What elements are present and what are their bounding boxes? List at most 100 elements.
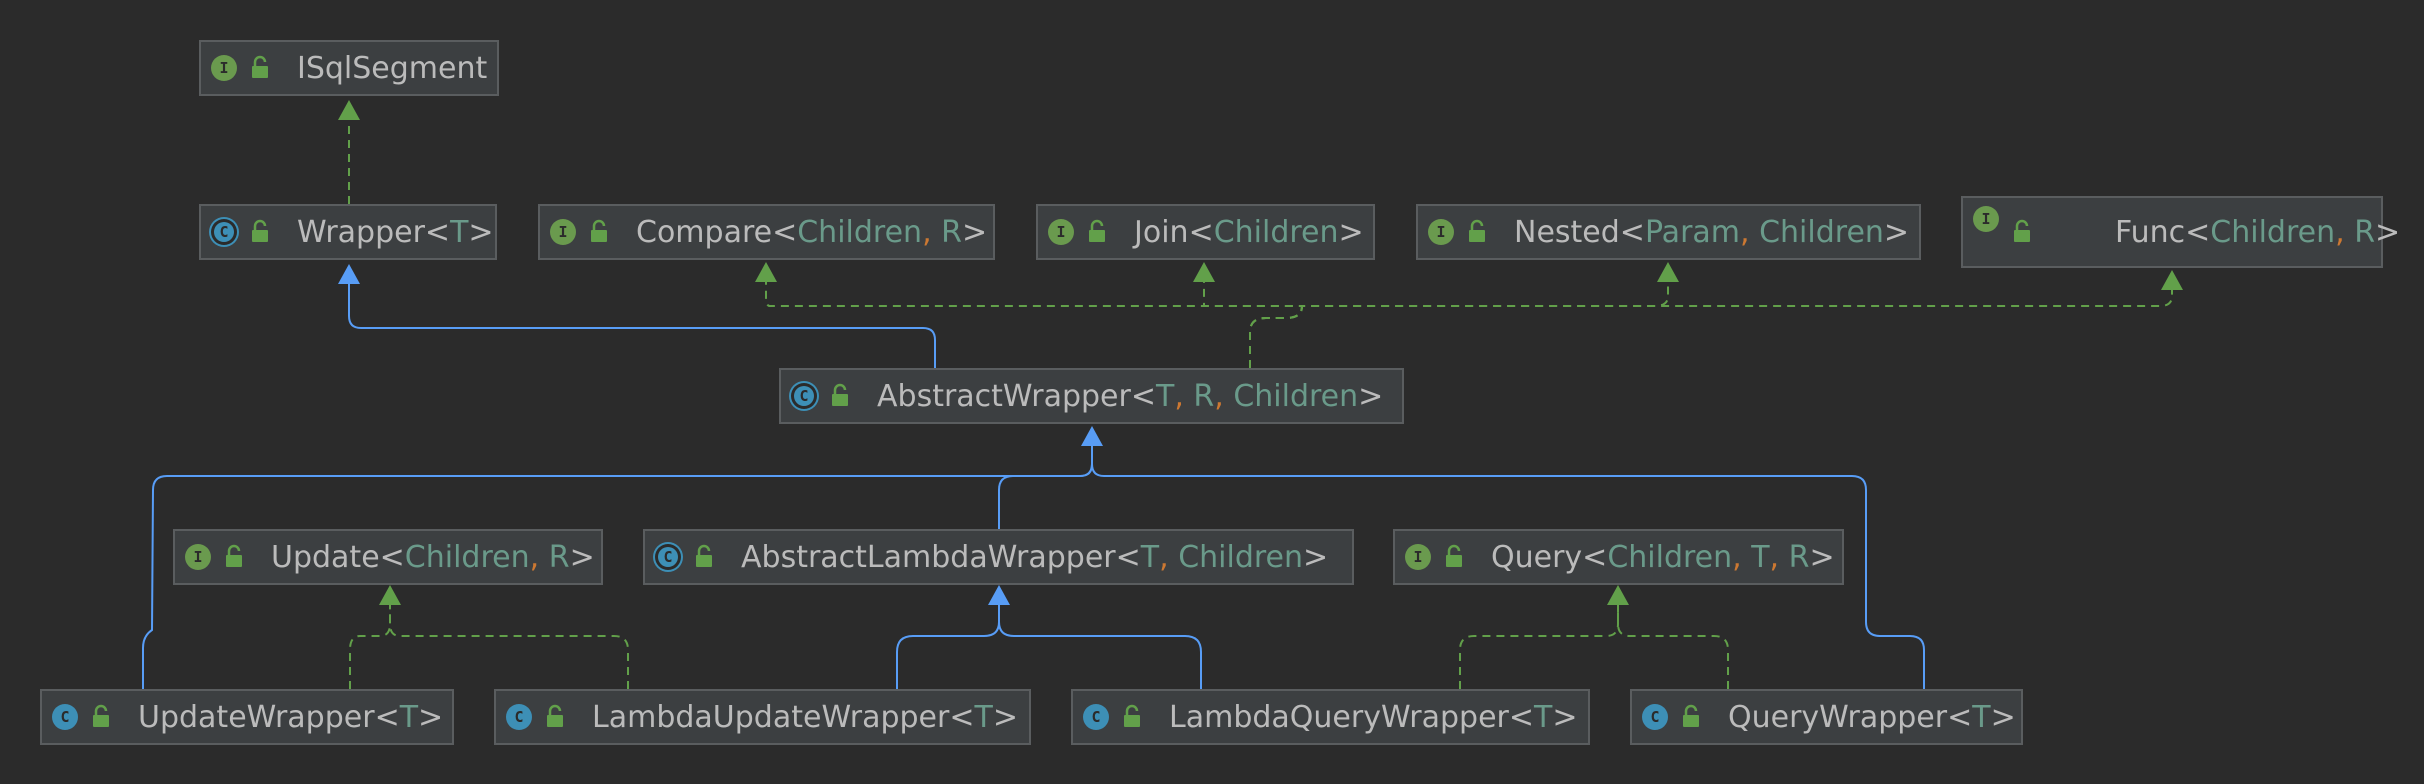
type-parameter: R: [941, 214, 962, 250]
param-separator: ,: [2335, 214, 2355, 250]
type-parameter: Children: [1178, 539, 1304, 575]
type-parameter: Children: [1213, 214, 1339, 250]
type-parameter: R: [548, 539, 570, 575]
arrowhead-extends: [1081, 426, 1103, 446]
node-label: ISqlSegment: [297, 51, 487, 86]
abstract-class-icon: C: [655, 544, 681, 570]
public-lock-icon: [1683, 704, 1699, 727]
edge-extends-LambdaUpdateWrapper-to-AbstractLambdaWrapper: [896, 601, 1000, 689]
arrowhead-implements: [1657, 262, 1679, 282]
arrowhead-implements: [1193, 262, 1215, 282]
type-parameter: R: [1193, 378, 1215, 414]
abstract-class-icon: C: [211, 219, 237, 245]
class-name: Nested: [1514, 214, 1620, 250]
arrowhead-implements: [2161, 270, 2183, 290]
node-QueryWrapper[interactable]: C QueryWrapper<T>: [1630, 689, 2023, 745]
node-ISqlSegment[interactable]: I ISqlSegment: [199, 40, 499, 96]
param-separator: ,: [1740, 214, 1760, 250]
node-Wrapper[interactable]: C Wrapper<T>: [199, 204, 497, 260]
param-separator: ,: [1732, 539, 1752, 575]
edge-extends-AbstractWrapper-to-Wrapper: [348, 268, 936, 368]
class-name: Func: [2115, 214, 2186, 250]
type-parameter: T: [1155, 378, 1175, 414]
param-separator: ,: [922, 214, 942, 250]
node-Compare[interactable]: I Compare<Children, R>: [538, 204, 995, 260]
public-lock-icon: [1089, 219, 1105, 242]
node-LambdaUpdateWrapper[interactable]: C LambdaUpdateWrapper<T>: [494, 689, 1031, 745]
node-Query[interactable]: I Query<Children, T, R>: [1393, 529, 1844, 585]
type-parameter: T: [974, 699, 993, 735]
public-lock-icon: [832, 383, 848, 406]
type-parameter: T: [450, 214, 469, 250]
node-label: Query<Children, T, R>: [1491, 539, 1835, 575]
interface-icon: I: [1973, 206, 1999, 232]
node-label: UpdateWrapper<T>: [138, 699, 444, 735]
interface-icon: I: [211, 55, 237, 81]
node-UpdateWrapper[interactable]: C UpdateWrapper<T>: [40, 689, 454, 745]
class-name: LambdaUpdateWrapper: [592, 699, 950, 735]
param-separator: ,: [1214, 378, 1234, 414]
type-parameter: T: [1751, 539, 1770, 575]
param-separator: ,: [529, 539, 549, 575]
class-name: Compare: [636, 214, 773, 250]
class-name: AbstractWrapper: [877, 378, 1131, 414]
type-parameter: T: [399, 699, 419, 735]
edge-extends-AbstractLambdaWrapper-to-AbstractWrapper: [998, 440, 1093, 529]
arrowhead-implements: [379, 585, 401, 605]
param-separator: ,: [1174, 378, 1194, 414]
node-AbstractLambdaWrapper[interactable]: C AbstractLambdaWrapper<T, Children>: [643, 529, 1354, 585]
class-name: Join: [1134, 214, 1189, 250]
node-label: LambdaQueryWrapper<T>: [1169, 699, 1578, 735]
class-name: LambdaQueryWrapper: [1169, 699, 1509, 735]
class-icon: C: [1083, 704, 1109, 730]
type-parameter: R: [1788, 539, 1810, 575]
node-Join[interactable]: I Join<Children>: [1036, 204, 1375, 260]
node-AbstractWrapper[interactable]: C AbstractWrapper<T, R, Children>: [779, 368, 1404, 424]
public-lock-icon: [696, 544, 712, 567]
type-parameter: Children: [797, 214, 923, 250]
type-parameter: Children: [1759, 214, 1884, 250]
type-parameter: T: [1140, 539, 1160, 575]
class-name: AbstractLambdaWrapper: [741, 539, 1116, 575]
class-name: QueryWrapper: [1728, 699, 1948, 735]
type-parameter: Param: [1644, 214, 1741, 250]
type-parameter: T: [1972, 699, 1991, 735]
edge-implements-UpdateWrapper-to-Update: [349, 601, 391, 689]
arrowhead-implements: [1607, 585, 1629, 605]
public-lock-icon: [252, 55, 268, 78]
node-label: LambdaUpdateWrapper<T>: [592, 699, 1018, 735]
public-lock-icon: [1469, 219, 1485, 242]
node-Func[interactable]: I Func<Children, R>: [1961, 196, 2400, 268]
class-name: Wrapper: [297, 214, 425, 250]
edge-implements-AbstractWrapper-to-Func: [1249, 284, 2173, 368]
type-parameter: Children: [1233, 378, 1359, 414]
class-icon: C: [506, 704, 532, 730]
public-lock-icon: [252, 219, 268, 242]
edge-extends-QueryWrapper-to-AbstractWrapper: [1091, 440, 1925, 689]
arrowhead-implements: [755, 262, 777, 282]
node-label: AbstractLambdaWrapper<T, Children>: [741, 539, 1329, 575]
edge-implements-AbstractWrapper-to-Nested: [1249, 276, 1669, 368]
interface-icon: I: [1428, 219, 1454, 245]
edge-implements-LambdaQueryWrapper-to-Query: [1459, 601, 1619, 689]
type-parameter: T: [1534, 699, 1553, 735]
type-parameter: Children: [404, 539, 530, 575]
interface-icon: I: [550, 219, 576, 245]
public-lock-icon: [93, 704, 109, 727]
class-name: Update: [271, 539, 380, 575]
type-parameter: Children: [1607, 539, 1733, 575]
node-LambdaQueryWrapper[interactable]: C LambdaQueryWrapper<T>: [1071, 689, 1590, 745]
node-Nested[interactable]: I Nested<Param, Children>: [1416, 204, 1921, 260]
node-label: Wrapper<T>: [297, 214, 494, 250]
node-label: Nested<Param, Children>: [1514, 214, 1910, 250]
class-name: UpdateWrapper: [138, 699, 375, 735]
public-lock-icon: [1124, 704, 1140, 727]
class-icon: C: [52, 704, 78, 730]
edge-implements-LambdaUpdateWrapper-to-Update: [389, 601, 629, 689]
node-Update[interactable]: I Update<Children, R>: [173, 529, 603, 585]
interface-icon: I: [1405, 544, 1431, 570]
node-label: Compare<Children, R>: [636, 214, 988, 250]
class-name: Query: [1491, 539, 1583, 575]
